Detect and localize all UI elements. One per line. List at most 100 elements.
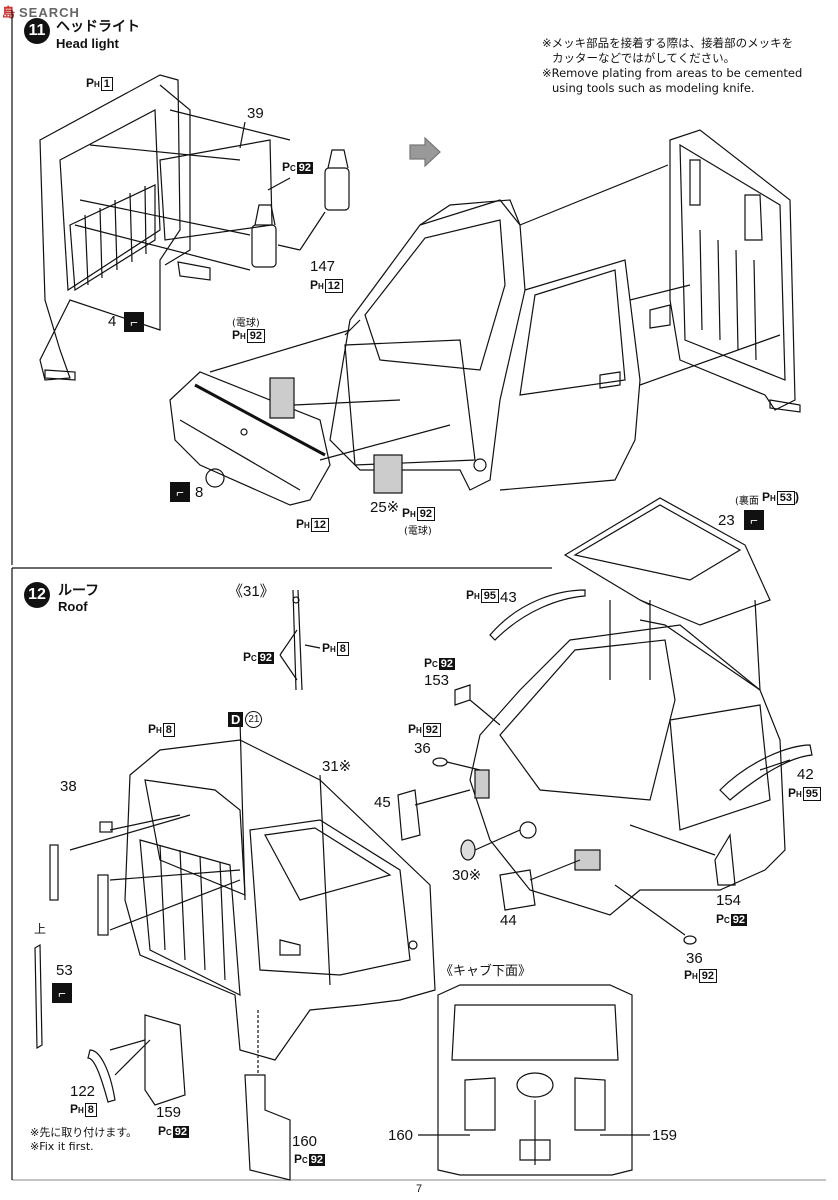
trim-42 xyxy=(719,744,813,801)
label-23: 23 xyxy=(718,512,735,529)
headlight-arrows xyxy=(209,319,451,461)
step-11-title-jp: ヘッドライト xyxy=(56,19,140,35)
rear-panel-left xyxy=(39,74,211,381)
lens-36b xyxy=(683,935,697,945)
mudflap-159 xyxy=(144,1014,186,1106)
label-42: 42 xyxy=(797,766,814,783)
label-8: 8 xyxy=(195,484,204,501)
assembly-arrows-right xyxy=(519,164,781,386)
bulb-label-2: (電球) xyxy=(404,526,432,537)
step-12-title-jp: ルーフ xyxy=(58,583,100,599)
label-159b: 159 xyxy=(652,1127,678,1144)
part-30 xyxy=(460,839,476,861)
cement-icon: ⌐ xyxy=(170,482,190,502)
cement-icon: ⌐ xyxy=(744,510,764,530)
cab-body-step11 xyxy=(329,199,641,491)
back-label: (裏面 xyxy=(735,496,759,507)
label-4: 4 xyxy=(108,313,117,330)
label-43: 43 xyxy=(500,589,517,606)
cement-icon: ⌐ xyxy=(52,983,72,1003)
step12-arrows-left xyxy=(69,719,331,986)
step-12-number: 12 xyxy=(24,582,50,608)
label-31-bracket: 《31》 xyxy=(228,583,275,600)
part-53 xyxy=(97,874,109,936)
headlight-right xyxy=(373,454,403,494)
cab-underside-title: 《キャブ下面》 xyxy=(440,964,532,979)
cab-underside xyxy=(418,984,650,1176)
label-36a: 36 xyxy=(414,740,431,757)
part-154 xyxy=(714,833,736,886)
label-25: 25※ xyxy=(370,499,400,516)
part-38 xyxy=(49,844,59,901)
step-12-title-en: Roof xyxy=(58,599,88,614)
plating-note: ※メッキ部品を接着する際は、接着部のメッキを カッターなどではがしてください。 … xyxy=(542,36,803,95)
page-number: 7 xyxy=(415,1183,423,1195)
label-160b: 160 xyxy=(388,1127,414,1144)
lens-36a xyxy=(432,757,448,767)
label-159a: 159 xyxy=(156,1104,182,1121)
label-36b: 36 xyxy=(686,950,703,967)
label-147: 147 xyxy=(310,258,336,275)
mirror-part-147 xyxy=(251,149,350,268)
label-160a: 160 xyxy=(292,1133,318,1150)
label-153: 153 xyxy=(424,672,450,689)
fix-note-jp: ※先に取り付けます。 xyxy=(30,1126,138,1139)
part-38-clip xyxy=(99,821,113,833)
bulb-label-1: (電球) xyxy=(232,318,260,329)
step12-arrows-right xyxy=(414,699,791,936)
grille-44 xyxy=(499,869,536,911)
headlight-left xyxy=(269,377,295,419)
step-11-number: 11 xyxy=(24,18,50,44)
mudflap-160 xyxy=(244,1074,291,1181)
label-31s: 31※ xyxy=(322,758,352,775)
label-122: 122 xyxy=(70,1083,96,1100)
trim-43 xyxy=(489,589,586,641)
label-39: 39 xyxy=(247,105,264,122)
light-45 xyxy=(397,789,421,841)
fix-note-en: ※Fix it first. xyxy=(30,1140,94,1153)
cab-body-step12-right xyxy=(469,599,786,916)
up-marker-part xyxy=(34,943,43,1050)
label-154: 154 xyxy=(716,892,742,909)
assembly-arrows-left xyxy=(74,109,291,271)
label-38: 38 xyxy=(60,778,77,795)
pipe-arrows xyxy=(109,1039,151,1076)
rear-panel-right xyxy=(649,129,801,413)
label-45: 45 xyxy=(374,794,391,811)
label-53: 53 xyxy=(56,962,73,979)
next-arrow xyxy=(409,136,441,168)
mirror-153 xyxy=(454,684,471,706)
roof-panel-23 xyxy=(563,497,771,626)
cement-icon: ⌐ xyxy=(124,312,144,332)
cab-body-step12 xyxy=(124,739,436,1061)
front-grille-step11 xyxy=(169,371,331,506)
label-44: 44 xyxy=(500,912,517,929)
pipe-122 xyxy=(87,1049,116,1103)
antenna-part-31 xyxy=(279,589,321,691)
label-30: 30※ xyxy=(452,867,482,884)
up-label: 上 xyxy=(34,922,47,936)
step-11-title-en: Head light xyxy=(56,36,119,51)
